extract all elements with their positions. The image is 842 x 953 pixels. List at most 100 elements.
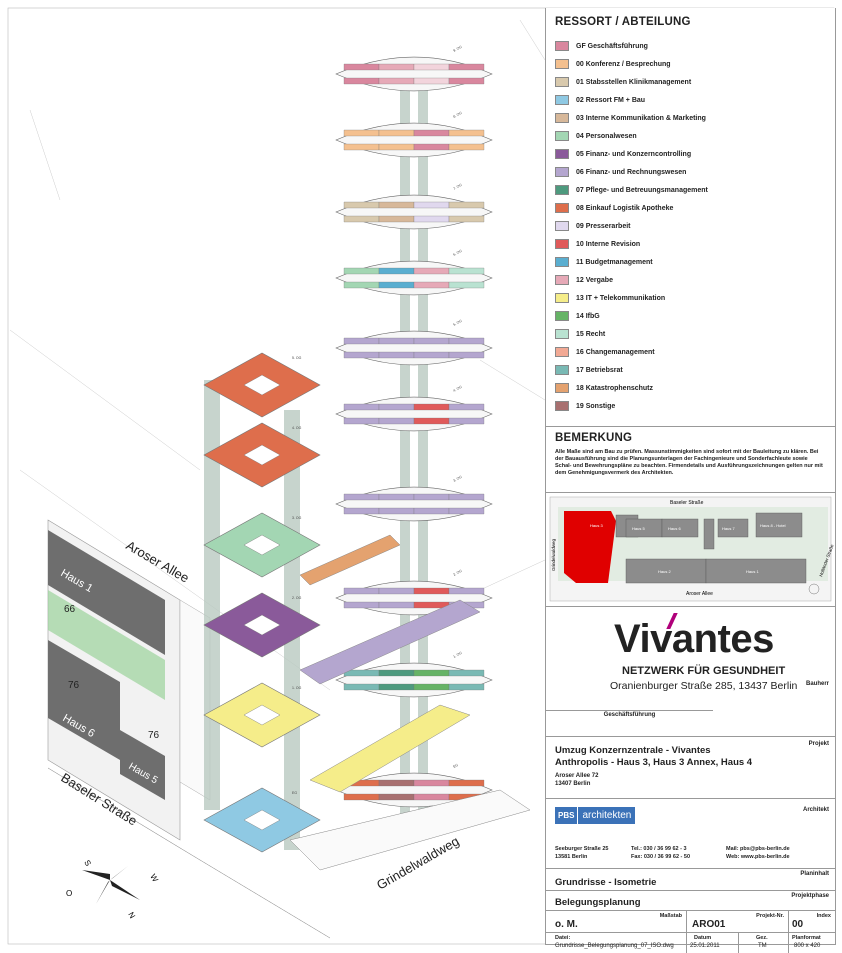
legend-swatch: [555, 293, 569, 303]
plan-phase-label: Projektphase: [791, 893, 829, 899]
haus3-floor-stack: 9. OG8. OG7. OG6. OG5. OG4. OG3. OG2. OG…: [335, 45, 493, 808]
construction-lines: [9, 19, 546, 691]
haus3-floor: 5. OG: [335, 319, 493, 366]
management-label: Geschäftsführung: [546, 710, 713, 718]
haus3-floor: EG: [335, 763, 493, 808]
legend-label: 10 Interne Revision: [576, 240, 641, 248]
drawn-value: TM: [758, 943, 767, 949]
architect-tel: Tel.: 030 / 36 99 62 - 3: [631, 846, 687, 852]
plan-meta-row-2: Datei: Grundrisse_Belegungsplanung_07_IS…: [546, 932, 835, 953]
room-zone: [448, 493, 485, 515]
haus3-floor: 3. OG: [335, 475, 493, 522]
floor-label: 9. OG: [453, 45, 463, 53]
legend-label: 05 Finanz- und Konzerncontrolling: [576, 150, 692, 158]
legend-item: 06 Finanz- und Rechnungswesen: [555, 166, 686, 178]
floor-label: 6. OG: [453, 249, 463, 257]
legend-swatch: [555, 329, 569, 339]
label-76-b: 76: [148, 730, 160, 741]
svg-text:Haus 1: Haus 1: [746, 569, 759, 574]
haus3-floor: 7. OG: [335, 183, 493, 230]
legend-swatch: [555, 95, 569, 105]
legend-swatch: [555, 185, 569, 195]
legend-label: 11 Budgetmanagement: [576, 258, 653, 266]
haus4-floor: EG: [203, 787, 321, 853]
legend-item: 07 Pflege- und Betreuungsmanagement: [555, 184, 708, 196]
room-zone: [448, 337, 485, 359]
scale-label: Maßstab: [659, 913, 682, 919]
haus4-floor: 5. OG: [203, 352, 321, 418]
legend-item: 05 Finanz- und Konzerncontrolling: [555, 148, 691, 160]
legend-swatch: [555, 149, 569, 159]
drawn-label: Gez.: [756, 935, 768, 941]
legend-item: 13 IT + Telekommunikation: [555, 292, 665, 304]
site-ground: [47, 519, 331, 939]
room-zone: [448, 63, 485, 85]
architect-fax: Fax: 030 / 36 99 62 - 50: [631, 854, 691, 860]
remark-section: BEMERKUNG Alle Maße sind am Bau zu prüfe…: [546, 426, 835, 491]
legend-item: 12 Vergabe: [555, 274, 613, 286]
legend-label: 02 Ressort FM + Bau: [576, 96, 646, 104]
remark-text: Alle Maße sind am Bau zu prüfen. Massuns…: [555, 449, 823, 476]
legend-item: 14 IfbG: [555, 310, 600, 322]
legend-label: 00 Konferenz / Besprechung: [576, 60, 671, 68]
haus3-floor: 6. OG: [335, 249, 493, 296]
legend-item: 01 Stabsstellen Klinikmanagement: [555, 76, 691, 88]
legend-item: 16 Changemanagement: [555, 346, 655, 358]
floor-label: EG: [453, 763, 460, 769]
project-section: Projekt Umzug Konzernzentrale - Vivantes…: [546, 736, 835, 797]
floor-label: 3. OG: [453, 475, 463, 483]
date-label: Datum: [694, 935, 712, 941]
haus3-floor: 9. OG: [335, 45, 493, 92]
client-address: Oranienburger Straße 285, 13437 Berlin: [610, 680, 798, 692]
haus4-floor: 1. OG: [203, 682, 321, 748]
svg-text:N: N: [126, 911, 137, 921]
plan-phase: Belegungsplanung: [555, 897, 641, 908]
room-zone: [448, 129, 485, 151]
svg-text:Haus 3: Haus 3: [590, 523, 603, 528]
legend-item: 10 Interne Revision: [555, 238, 640, 250]
svg-text:S: S: [82, 859, 92, 868]
haus4-floor: 3. OG: [203, 512, 321, 578]
architect-city: 13581 Berlin: [555, 854, 588, 860]
legend-item: 09 Presserarbeit: [555, 220, 630, 232]
siteplan-street-bottom: Aroser Allee: [686, 591, 713, 597]
client-role-label: Bauherr: [805, 681, 829, 687]
file-label: Datei:: [555, 935, 571, 941]
scale-value: o. M.: [555, 919, 578, 930]
architect-web: Web: www.pbs-berlin.de: [726, 854, 790, 860]
plan-phase-section: Projektphase Belegungsplanung: [546, 890, 835, 911]
svg-text:Haus 2: Haus 2: [658, 569, 671, 574]
legend-swatch: [555, 203, 569, 213]
legend-label: GF Geschäftsführung: [576, 42, 648, 50]
legend-label: 17 Betriebsrat: [576, 366, 623, 374]
project-line-2: Anthropolis - Haus 3, Haus 3 Annex, Haus…: [555, 757, 753, 768]
legend-swatch: [555, 167, 569, 177]
legend-swatch: [555, 311, 569, 321]
haus4-floor: 2. OG: [203, 592, 321, 658]
floor-label: 2. OG: [292, 596, 302, 600]
svg-text:W: W: [148, 873, 160, 884]
file-value: Grundrisse_Belegungsplanung_07_ISO.dwg: [555, 943, 674, 949]
legend-item: 15 Recht: [555, 328, 605, 340]
legend-item: 18 Katastrophenschutz: [555, 382, 653, 394]
legend-label: 03 Interne Kommunikation & Marketing: [576, 114, 706, 122]
architect-section: Architekt PBS architekten Seeburger Stra…: [546, 798, 835, 867]
floor-label: 2. OG: [453, 569, 463, 577]
svg-text:Haus 5: Haus 5: [632, 526, 645, 531]
legend-item: 00 Konferenz / Besprechung: [555, 58, 671, 70]
room-zone: [448, 201, 485, 223]
format-value: 800 x 420: [794, 943, 821, 949]
connecting-wings: [289, 534, 531, 871]
legend-label: 14 IfbG: [576, 312, 600, 320]
project-no-value: ARO01: [692, 919, 726, 930]
legend-label: 08 Einkauf Logistik Apotheke: [576, 204, 674, 212]
label-76-a: 76: [68, 680, 80, 691]
floor-label: 5. OG: [453, 319, 463, 327]
legend-swatch: [555, 221, 569, 231]
project-label: Projekt: [808, 741, 829, 747]
legend-label: 01 Stabsstellen Klinikmanagement: [576, 78, 692, 86]
client-tagline: NETZWERK FÜR GESUNDHEIT: [622, 665, 786, 677]
legend-swatch: [555, 131, 569, 141]
